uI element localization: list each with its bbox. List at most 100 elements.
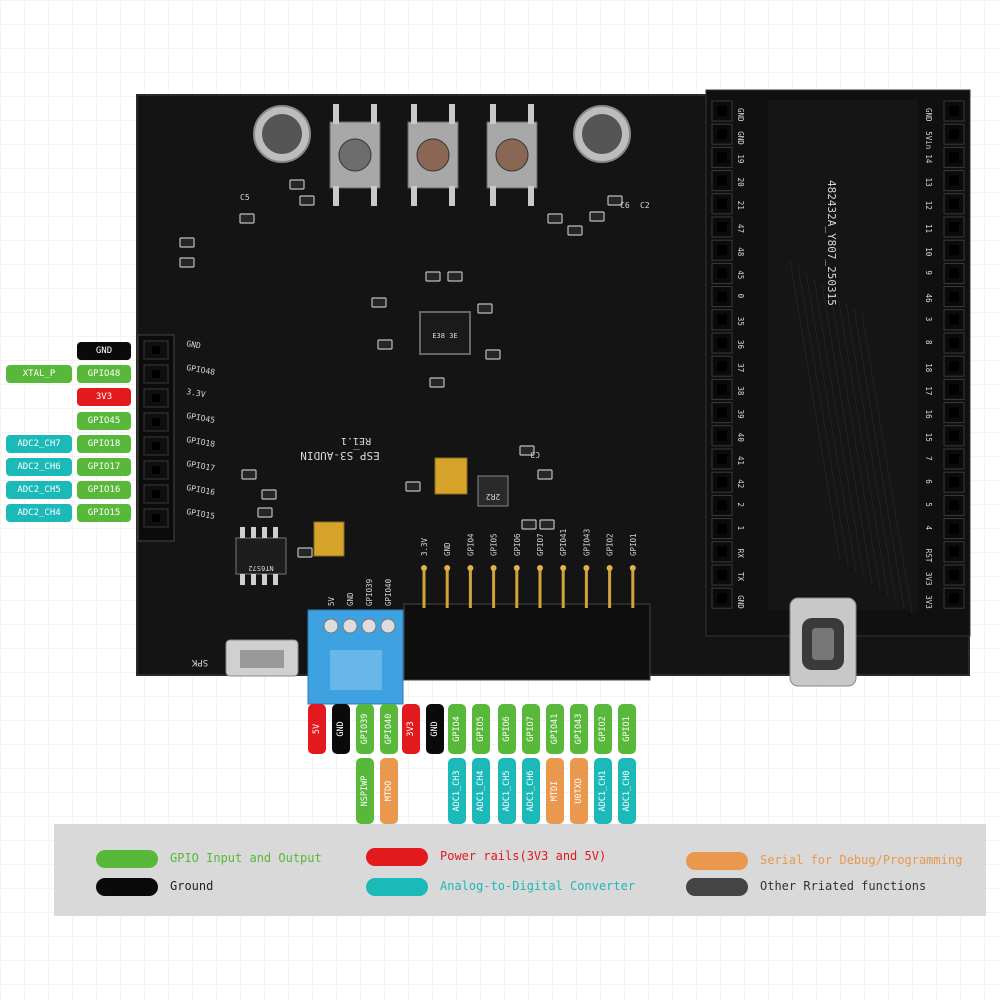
- right-left-pin-label: 1: [736, 526, 745, 531]
- bottom-header-label: GPIO43: [582, 529, 591, 556]
- right-right-pin-label: RST: [924, 549, 933, 563]
- smd-component: [539, 519, 555, 530]
- pin-hole: [949, 593, 959, 604]
- pin-hole: [717, 593, 727, 604]
- microphone-mesh: [262, 114, 302, 154]
- pin-hole: [152, 514, 160, 522]
- right-right-pin-label: 4: [924, 526, 933, 531]
- left-pin-alt-label: ADC2_CH5: [6, 481, 72, 500]
- pin-hole: [949, 222, 959, 232]
- cap-label: C6: [620, 201, 630, 210]
- bottom-pin-alt-text: ADC1_CH5: [502, 770, 512, 812]
- audio-codec-chip: [419, 311, 471, 355]
- pin-hole: [949, 523, 959, 534]
- cap-label: C2: [640, 201, 650, 210]
- bottom-pin-text: 5V: [312, 723, 322, 735]
- smd-component: [607, 195, 623, 206]
- pin-solder: [421, 565, 427, 571]
- left-pin-alt-label: ADC2_CH6: [6, 458, 72, 476]
- chip-label: E38 3E: [432, 332, 457, 340]
- bottom-pin-text: GPIO6: [502, 716, 512, 742]
- bottom-pin-label: GND: [426, 704, 444, 754]
- bottom-header-label: GPIO5: [490, 533, 499, 556]
- bottom-pin-alt-label: ADC1_CH3: [448, 758, 466, 824]
- pin-hole: [949, 361, 959, 372]
- switch-leg: [333, 186, 339, 206]
- left-pin-alt-label: XTAL_P: [6, 365, 72, 384]
- pin-hole: [949, 245, 959, 256]
- left-pin-label: GPIO15: [77, 504, 131, 523]
- switch-leg: [490, 186, 496, 206]
- pin-hole: [152, 418, 160, 426]
- pin-solder: [513, 565, 520, 571]
- right-left-pin-label: 48: [736, 247, 745, 257]
- microphone-mesh: [582, 114, 622, 154]
- right-left-pin-label: 21: [736, 201, 745, 210]
- switch-cap: [416, 138, 450, 172]
- pin-hole: [717, 175, 727, 186]
- spk-label: SPK: [191, 657, 208, 667]
- bottom-header-label: 3.3V: [420, 537, 429, 556]
- bottom-pin-label: GPIO1: [618, 704, 636, 754]
- pin-hole: [717, 198, 727, 209]
- inductor-label: 2R2: [486, 492, 501, 501]
- tantalum-capacitor: [434, 457, 468, 495]
- pin-hole: [717, 268, 727, 279]
- smd-component: [521, 519, 537, 530]
- bottom-pin-text: GPIO43: [574, 713, 584, 745]
- legend-swatch: [96, 878, 158, 896]
- legend-label: Other Rriated functions: [760, 879, 927, 893]
- pin-hole: [717, 430, 727, 441]
- bottom-pin-text: GND: [336, 721, 346, 737]
- bottom-pin-alt-label: NSPIWP: [356, 758, 374, 824]
- module-code-label: 482432A_Y807_250315: [825, 180, 838, 306]
- pin-hole: [717, 314, 727, 325]
- switch-leg: [371, 104, 377, 124]
- left-pin-label: GPIO45: [77, 411, 131, 430]
- pin-hole: [717, 546, 727, 557]
- bottom-pin-label: GPIO39: [356, 704, 374, 754]
- pin-hole: [152, 370, 160, 378]
- left-pin-label: GPIO17: [77, 458, 131, 476]
- smd-component: [241, 469, 257, 480]
- board-name: ESP_S3-AUDIN: [300, 449, 379, 462]
- pin-hole: [949, 430, 959, 441]
- right-right-pin-label: 14: [924, 154, 933, 164]
- small-connector-label: GND: [346, 592, 355, 606]
- bottom-pin-text: GND: [430, 721, 440, 737]
- pin-hole: [949, 291, 959, 302]
- right-right-pin-label: 5: [924, 502, 933, 507]
- bottom-pin-alt-text: ADC1_CH1: [598, 770, 608, 812]
- smd-component: [519, 445, 535, 456]
- silk-line: [829, 289, 881, 591]
- bottom-pin-alt-label: ADC1_CH5: [498, 758, 516, 824]
- bottom-pin-label: GPIO5: [472, 704, 490, 754]
- legend-swatch: [96, 850, 158, 868]
- amplifier-ic: [235, 537, 287, 575]
- bottom-pin-label: GPIO4: [448, 704, 466, 754]
- pin-hole: [949, 198, 959, 209]
- pin-hole: [717, 384, 727, 395]
- left-header-label: GND: [186, 339, 202, 350]
- connector-pin: [323, 618, 339, 634]
- silk-line: [797, 265, 849, 567]
- right-right-pin-label: 7: [924, 456, 933, 461]
- right-right-pin-label: 3V3: [924, 595, 933, 609]
- pin-hole: [152, 466, 160, 474]
- left-pin-label: GND: [77, 342, 131, 360]
- right-right-pin-label: 8: [924, 340, 933, 345]
- pin-hole: [717, 523, 727, 534]
- bottom-header-label: GPIO4: [466, 533, 475, 556]
- ic-pin: [251, 574, 256, 585]
- smd-component: [371, 297, 387, 308]
- pin-hole: [152, 394, 160, 402]
- left-pin-alt-label: ADC2_CH7: [6, 434, 72, 453]
- pin-hole: [717, 407, 727, 418]
- switch-leg: [490, 104, 496, 124]
- bottom-pin-label: GPIO2: [594, 704, 612, 754]
- pin-hole: [949, 407, 959, 418]
- pin-hole: [717, 454, 727, 464]
- small-connector-label: GPIO40: [384, 578, 393, 606]
- bottom-pin-alt-label: U0TXD: [570, 758, 588, 824]
- pin-hole: [949, 106, 959, 116]
